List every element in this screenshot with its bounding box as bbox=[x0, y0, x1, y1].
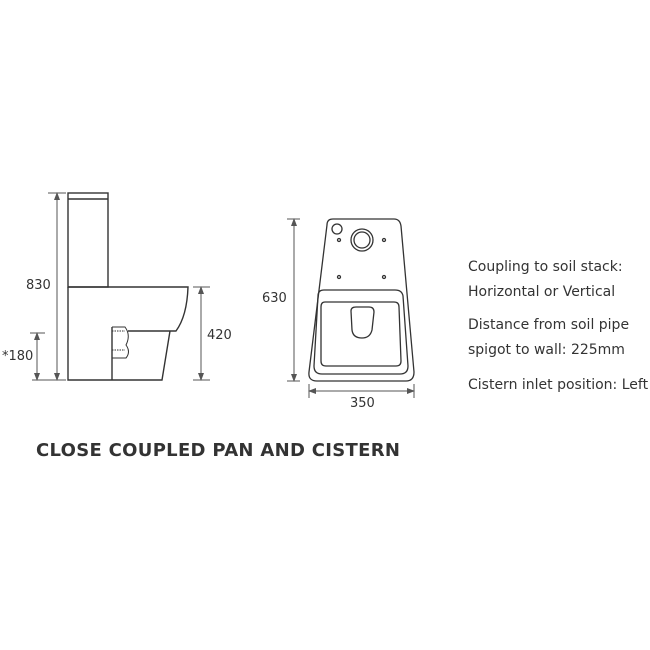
dimension-total-height: 830 bbox=[26, 278, 51, 293]
side-view-drawing bbox=[67, 192, 189, 381]
dimension-outlet-height: *180 bbox=[2, 349, 34, 364]
dimension-pan-height: 420 bbox=[207, 328, 232, 343]
diagram-title: CLOSE COUPLED PAN AND CISTERN bbox=[36, 440, 401, 461]
spec-coupling-line2: Horizontal or Vertical bbox=[468, 284, 616, 300]
top-view-drawing bbox=[308, 218, 415, 382]
dimension-width: 350 bbox=[350, 396, 375, 411]
spec-inlet-position: Cistern inlet position: Left bbox=[468, 377, 649, 393]
pan-outline bbox=[67, 286, 189, 381]
cistern-outline bbox=[67, 192, 109, 288]
spec-distance-line1: Distance from soil pipe bbox=[468, 317, 630, 333]
side-view-dimension-lines bbox=[30, 192, 210, 381]
pan-top-outline bbox=[308, 218, 415, 382]
spec-distance-line2: spigot to wall: 225mm bbox=[468, 342, 625, 358]
top-view-dimension-lines bbox=[287, 218, 415, 398]
dimension-depth: 630 bbox=[262, 291, 287, 306]
spec-coupling-line1: Coupling to soil stack: bbox=[468, 259, 623, 275]
